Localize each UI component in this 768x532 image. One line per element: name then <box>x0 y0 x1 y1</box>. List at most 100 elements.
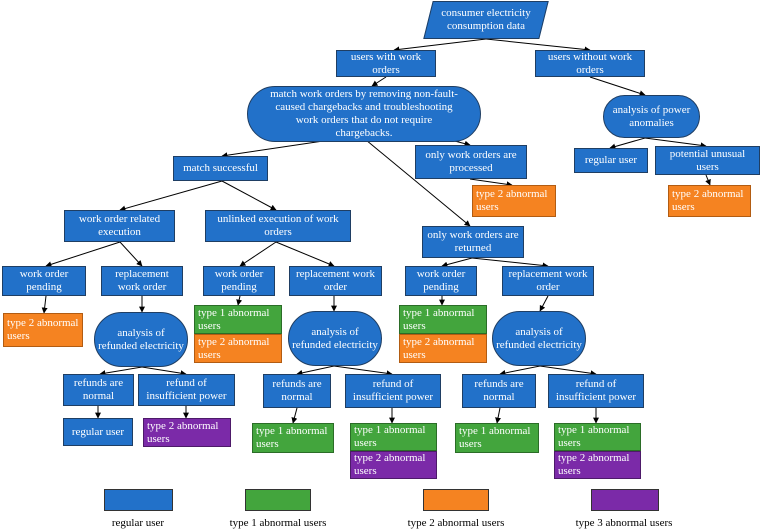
type1-abnormal-users-b-insufficient-node: type 1 abnormal users <box>350 423 437 451</box>
regular-user-a-label: regular user <box>71 425 125 438</box>
match-successful-label: match successful <box>183 162 258 174</box>
connector-arrow <box>539 365 597 377</box>
connector-arrow <box>221 139 331 159</box>
type2-abnormal-users-b-node: type 2 abnormal users <box>194 334 282 363</box>
connector-arrow <box>41 295 48 314</box>
type1-abnormal-users-b-node: type 1 abnormal users <box>194 305 282 334</box>
legend-regular-label: regular user <box>111 517 165 529</box>
connector-arrow <box>119 241 143 267</box>
connector-arrow <box>441 257 473 268</box>
type1-abnormal-users-b-insufficient-label: type 1 abnormal users <box>354 424 426 449</box>
connector-arrow <box>236 295 243 306</box>
legend-type1-label: type 1 abnormal users <box>229 517 327 529</box>
connector-arrow <box>495 407 502 424</box>
analysis-refunded-electricity-a-label: analysis of refunded electricity <box>98 326 184 352</box>
potential-unusual-users-node: potential unusual users <box>655 146 760 175</box>
type2-abnormal-users-a-insufficient-label: type 2 abnormal users <box>147 419 219 445</box>
refunds-are-normal-c-label: refunds are normal <box>474 378 524 403</box>
connector-arrow <box>239 241 277 267</box>
type1-abnormal-users-c-normal-label: type 1 abnormal users <box>459 425 531 450</box>
refund-insufficient-power-b-node: refund of insufficient power <box>345 374 441 408</box>
analysis-of-power-anomalies-node: analysis of power anomalies <box>603 95 700 138</box>
type1-abnormal-users-c-normal-node: type 1 abnormal users <box>455 423 539 453</box>
connector-arrow <box>296 365 335 376</box>
match-work-orders-node: match work orders by removing non-fault-… <box>247 86 481 142</box>
type2-abnormal-users-right-label: type 2 abnormal users <box>672 188 744 213</box>
type2-abnormal-users-b-insufficient-node: type 2 abnormal users <box>350 451 437 479</box>
connector-arrow <box>705 174 711 186</box>
type1-abnormal-users-c-insufficient-node: type 1 abnormal users <box>554 423 641 451</box>
connector-arrow <box>221 180 277 211</box>
analysis-refunded-electricity-b-node: analysis of refunded electricity <box>288 311 382 366</box>
refund-insufficient-power-c-label: refund of insufficient power <box>555 378 637 403</box>
only-work-orders-processed-node: only work orders are processed <box>415 145 527 179</box>
unlinked-execution-node: unlinked execution of work orders <box>205 210 351 242</box>
refunds-are-normal-a-label: refunds are normal <box>73 377 124 402</box>
type2-abnormal-users-c-insufficient-node: type 2 abnormal users <box>554 451 641 479</box>
type2-abnormal-users-right-node: type 2 abnormal users <box>668 185 751 217</box>
match-work-orders-label: match work orders by removing non-fault-… <box>270 88 458 139</box>
work-order-related-execution-node: work order related execution <box>64 210 175 242</box>
connector-arrow <box>471 257 549 269</box>
connector-arrow <box>141 366 187 377</box>
refunds-are-normal-c-node: refunds are normal <box>462 374 536 408</box>
users-without-work-orders-node: users without work orders <box>535 50 645 77</box>
type2-abnormal-users-a-label: type 2 abnormal users <box>7 317 79 342</box>
replacement-work-order-c-label: replacement work order <box>508 268 588 293</box>
refund-insufficient-power-a-label: refund of insufficient power <box>146 377 227 402</box>
replacement-work-order-b-label: replacement work order <box>295 268 376 293</box>
connector-arrow <box>393 38 487 53</box>
legend-type2-swatch <box>423 489 489 511</box>
users-with-work-orders-node: users with work orders <box>336 50 436 77</box>
legend-type2-label: type 2 abnormal users <box>407 517 505 529</box>
refunds-are-normal-b-label: refunds are normal <box>272 378 322 403</box>
connector-arrow <box>99 366 143 377</box>
work-order-pending-c-node: work order pending <box>405 266 477 296</box>
unlinked-execution-label: unlinked execution of work orders <box>217 213 339 238</box>
connector-arrow <box>119 180 223 212</box>
connector-arrow <box>469 178 513 188</box>
root-data-node: consumer electricity consumption data <box>428 1 544 39</box>
refund-insufficient-power-b-label: refund of insufficient power <box>352 378 434 403</box>
type1-abnormal-users-c-label: type 1 abnormal users <box>403 306 475 332</box>
refunds-are-normal-a-node: refunds are normal <box>63 374 134 406</box>
type2-abnormal-users-a-insufficient-node: type 2 abnormal users <box>143 418 231 447</box>
work-order-pending-b-label: work order pending <box>214 268 264 293</box>
match-successful-node: match successful <box>173 156 268 181</box>
analysis-refunded-electricity-a-node: analysis of refunded electricity <box>94 312 188 367</box>
replacement-work-order-a-node: replacement work order <box>101 266 183 296</box>
type1-abnormal-users-b-label: type 1 abnormal users <box>198 306 270 332</box>
replacement-work-order-b-node: replacement work order <box>289 266 382 296</box>
type1-abnormal-users-b-normal-label: type 1 abnormal users <box>256 425 328 450</box>
regular-user-right-node: regular user <box>574 148 648 173</box>
analysis-refunded-electricity-c-node: analysis of refunded electricity <box>492 311 586 366</box>
type2-abnormal-users-c-label: type 2 abnormal users <box>403 335 475 361</box>
analysis-refunded-electricity-c-label: analysis of refunded electricity <box>496 325 582 351</box>
legend-regular-swatch <box>104 489 173 511</box>
regular-user-right-label: regular user <box>584 154 638 166</box>
only-work-orders-returned-label: only work orders are returned <box>427 229 519 254</box>
connector-arrow <box>499 365 541 376</box>
refunds-are-normal-b-node: refunds are normal <box>263 374 331 408</box>
only-work-orders-returned-node: only work orders are returned <box>422 226 524 258</box>
refund-insufficient-power-c-node: refund of insufficient power <box>548 374 644 408</box>
connector-arrow <box>609 137 646 150</box>
connector-arrow <box>644 137 707 149</box>
type2-abnormal-users-b-insufficient-label: type 2 abnormal users <box>354 452 426 477</box>
connector-arrow <box>365 139 471 227</box>
connector-arrow <box>589 76 646 97</box>
analysis-refunded-electricity-b-label: analysis of refunded electricity <box>292 325 378 351</box>
connector-arrow <box>275 241 335 267</box>
regular-user-a-node: regular user <box>63 418 133 446</box>
legend-type3-swatch <box>591 489 659 511</box>
connector-arrow <box>371 76 387 87</box>
connector-arrow <box>539 295 549 312</box>
only-work-orders-processed-label: only work orders are processed <box>425 149 517 174</box>
work-order-pending-b-node: work order pending <box>203 266 275 296</box>
potential-unusual-users-label: potential unusual users <box>669 147 746 173</box>
connector-arrow <box>291 407 298 424</box>
type1-abnormal-users-b-normal-node: type 1 abnormal users <box>252 423 334 453</box>
type2-abnormal-users-a-node: type 2 abnormal users <box>3 313 83 347</box>
replacement-work-order-a-label: replacement work order <box>115 268 169 293</box>
